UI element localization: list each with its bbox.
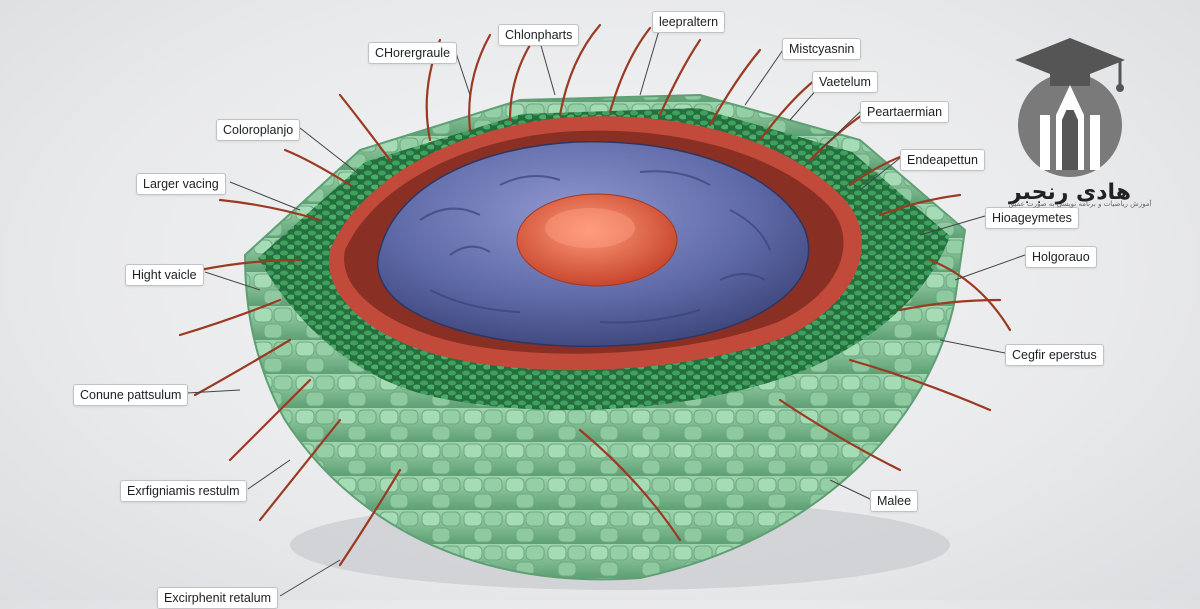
label-hioageymetes: Hioageymetes: [985, 207, 1079, 229]
cilia: [178, 23, 1012, 567]
label-chlonpharts: Chlonpharts: [498, 24, 580, 46]
label-chorergraule: CHorergraule: [368, 42, 458, 64]
label-leepraltern: leepraltern: [652, 11, 726, 33]
brand-logo: هادی رنجبر آموزش ریاضیات و برنامه نویسی …: [1000, 30, 1160, 210]
label-coloroplanjo: Coloroplanjo: [216, 119, 301, 141]
label-vaetelum: Vaetelum: [812, 71, 878, 93]
label-conune-pattsulum: Conune pattsulum: [73, 384, 189, 406]
label-mistcyasnin: Mistcyasnin: [782, 38, 862, 60]
label-excirphenit-retalum: Excirphenit retalum: [157, 587, 278, 609]
nucleolus-highlight: [545, 208, 635, 248]
label-holgorauo: Holgorauo: [1025, 246, 1097, 268]
label-cegfir-eperstus: Cegfir eperstus: [1005, 344, 1104, 366]
graduation-cap-pencil-icon: [1015, 38, 1125, 177]
label-exrfigniamis-restulm: Exrfigniamis restulm: [120, 480, 247, 502]
nucleus-texture: [419, 170, 771, 324]
label-larger-vacing: Larger vacing: [136, 173, 226, 195]
label-malee: Malee: [870, 490, 919, 512]
nucleolus: [516, 193, 678, 287]
brand-name: هادی رنجبر: [1008, 180, 1132, 205]
brand-tagline: آموزش ریاضیات و برنامه نویسی به صورت عمی…: [1008, 200, 1152, 208]
leader-lines: [186, 26, 1026, 597]
label-peartaermian: Peartaermian: [860, 101, 950, 123]
label-hight-vaicle: Hight vaicle: [125, 264, 204, 286]
label-endeapettun: Endeapettun: [900, 149, 985, 171]
